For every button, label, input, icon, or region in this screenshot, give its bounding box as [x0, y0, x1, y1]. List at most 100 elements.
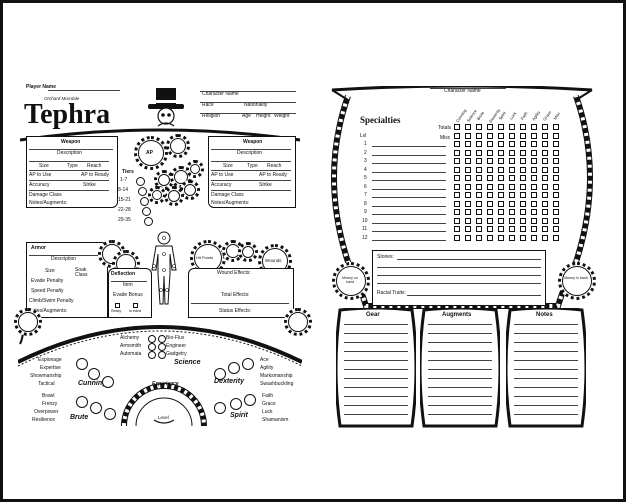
specialty-checkbox[interactable] [487, 192, 493, 198]
field-line[interactable] [29, 180, 109, 181]
specialty-checkbox[interactable] [531, 200, 537, 207]
specialty-checkbox[interactable] [476, 209, 482, 215]
specialty-checkbox[interactable] [465, 192, 471, 198]
specialty-checkbox[interactable] [498, 166, 504, 173]
specialty-checkbox[interactable] [487, 158, 493, 164]
ruled-line[interactable] [428, 369, 492, 370]
specialty-checkbox[interactable] [542, 124, 548, 130]
specialty-checkbox[interactable] [542, 209, 548, 215]
ruled-line[interactable] [514, 405, 578, 406]
ruled-line[interactable] [344, 369, 408, 370]
specialty-checkbox[interactable] [542, 175, 548, 181]
specialty-checkbox[interactable] [553, 209, 559, 215]
specialty-name-line[interactable] [372, 163, 446, 164]
specialty-checkbox[interactable] [531, 175, 537, 181]
specialty-checkbox[interactable] [509, 226, 515, 232]
specialty-checkbox[interactable] [542, 200, 548, 207]
specialty-checkbox[interactable] [498, 192, 504, 198]
specialty-checkbox[interactable] [465, 158, 471, 164]
ruled-line[interactable] [428, 360, 492, 361]
specialty-checkbox[interactable] [553, 175, 559, 181]
ruled-line[interactable] [428, 405, 492, 406]
ruled-line[interactable] [514, 333, 578, 334]
specialty-name-line[interactable] [372, 171, 446, 173]
ruled-line[interactable] [344, 324, 408, 325]
specialty-checkbox[interactable] [509, 141, 515, 147]
specialty-checkbox[interactable] [520, 158, 526, 164]
specialty-name-line[interactable] [372, 188, 446, 190]
ruled-line[interactable] [428, 396, 492, 397]
specialty-checkbox[interactable] [553, 192, 559, 198]
specialty-checkbox[interactable] [476, 226, 482, 232]
specialty-checkbox[interactable] [465, 209, 471, 215]
specialty-checkbox[interactable] [520, 209, 526, 215]
specialty-checkbox[interactable] [465, 200, 471, 207]
specialty-checkbox[interactable] [487, 226, 493, 232]
ruled-line[interactable] [514, 387, 578, 388]
specialty-checkbox[interactable] [465, 149, 471, 156]
specialty-checkbox[interactable] [454, 175, 460, 181]
specialty-checkbox[interactable] [531, 149, 537, 156]
specialty-checkbox[interactable] [465, 226, 471, 232]
specialty-checkbox[interactable] [476, 183, 482, 190]
specialty-checkbox[interactable] [465, 141, 471, 147]
specialty-checkbox[interactable] [454, 226, 460, 232]
specialty-checkbox[interactable] [509, 175, 515, 181]
specialty-checkbox[interactable] [498, 226, 504, 232]
field-line[interactable] [211, 161, 291, 162]
ruled-line[interactable] [428, 378, 492, 379]
specialty-checkbox[interactable] [520, 124, 526, 130]
ruled-line[interactable] [514, 396, 578, 397]
specialty-name-line[interactable] [372, 154, 446, 156]
specialty-checkbox[interactable] [509, 234, 515, 241]
specialty-checkbox[interactable] [520, 175, 526, 181]
specialty-checkbox[interactable] [487, 217, 493, 224]
specialty-checkbox[interactable] [542, 158, 548, 164]
ruled-line[interactable] [428, 414, 492, 415]
specialty-checkbox[interactable] [531, 141, 537, 147]
field-line[interactable] [211, 170, 291, 171]
specialty-name-line[interactable] [372, 214, 446, 215]
specialty-checkbox[interactable] [542, 183, 548, 190]
specialty-checkbox[interactable] [520, 234, 526, 241]
specialty-checkbox[interactable] [498, 141, 504, 147]
ruled-line[interactable] [428, 387, 492, 388]
specialty-checkbox[interactable] [509, 149, 515, 156]
specialty-checkbox[interactable] [498, 209, 504, 215]
specialty-checkbox[interactable] [465, 175, 471, 181]
specialty-checkbox[interactable] [542, 166, 548, 173]
field-line[interactable] [211, 190, 291, 191]
field-line[interactable] [211, 180, 291, 181]
field-line[interactable] [29, 170, 109, 171]
ruled-line[interactable] [344, 360, 408, 361]
specialty-checkbox[interactable] [520, 166, 526, 173]
specialty-checkbox[interactable] [498, 183, 504, 190]
specialty-checkbox[interactable] [476, 158, 482, 164]
specialty-checkbox[interactable] [465, 234, 471, 241]
ruled-line[interactable] [514, 378, 578, 379]
specialty-name-line[interactable] [372, 180, 446, 181]
specialty-checkbox[interactable] [542, 141, 548, 147]
specialty-checkbox[interactable] [498, 234, 504, 241]
specialty-checkbox[interactable] [487, 141, 493, 147]
specialty-checkbox[interactable] [531, 192, 537, 198]
specialty-checkbox[interactable] [465, 124, 471, 130]
specialty-checkbox[interactable] [487, 132, 493, 139]
field-line[interactable] [29, 161, 109, 162]
specialty-checkbox[interactable] [553, 234, 559, 241]
specialty-checkbox[interactable] [454, 200, 460, 207]
ruled-line[interactable] [344, 342, 408, 343]
specialty-checkbox[interactable] [476, 166, 482, 173]
specialty-checkbox[interactable] [454, 166, 460, 173]
specialty-checkbox[interactable] [487, 124, 493, 130]
specialty-checkbox[interactable] [553, 158, 559, 164]
specialty-checkbox[interactable] [498, 124, 504, 130]
specialty-checkbox[interactable] [542, 234, 548, 241]
specialty-checkbox[interactable] [465, 132, 471, 139]
ruled-line[interactable] [344, 405, 408, 406]
ruled-line[interactable] [514, 324, 578, 325]
specialty-checkbox[interactable] [553, 226, 559, 232]
specialty-checkbox[interactable] [454, 209, 460, 215]
specialty-name-line[interactable] [372, 205, 446, 207]
specialty-checkbox[interactable] [454, 141, 460, 147]
